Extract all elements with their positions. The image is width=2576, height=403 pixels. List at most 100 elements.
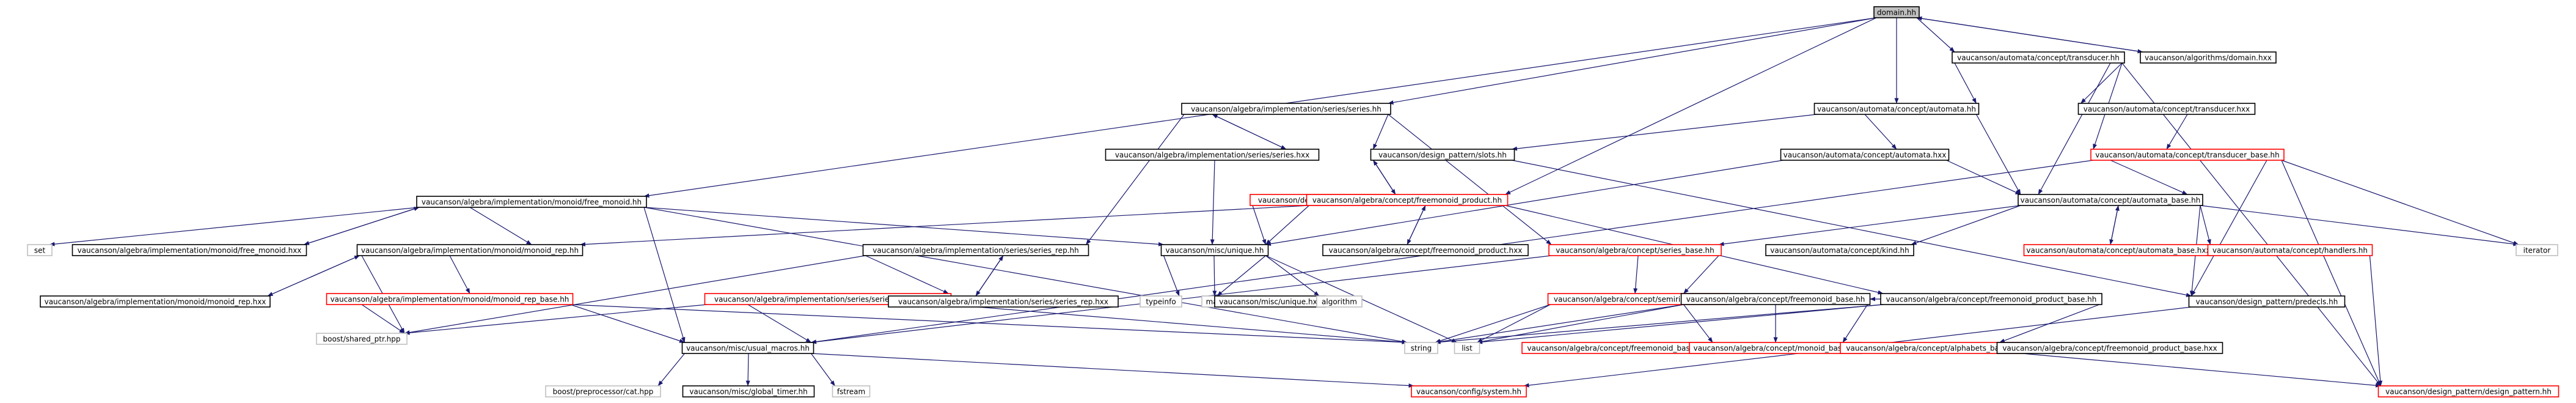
- node-box: [2516, 244, 2558, 256]
- node-vaucanson-algebra-concept-freemonoid-product-base-hxx[interactable]: vaucanson/algebra/concept/freemonoid_pro…: [1996, 342, 2223, 354]
- node-box: [1322, 244, 1529, 256]
- node-box: [71, 244, 307, 256]
- edge-arrow: [1683, 255, 1719, 294]
- node-vaucanson-algebra-concept-freemonoid-base-hxx[interactable]: vaucanson/algebra/concept/freemonoid_bas…: [1521, 342, 1716, 354]
- node-vaucanson-design-pattern-predecls-hh[interactable]: vaucanson/design_pattern/predecls.hh: [2188, 295, 2346, 308]
- node-domain-hh[interactable]: domain.hh: [1873, 6, 1920, 18]
- edge-arrow: [948, 304, 1408, 344]
- node-label: algorithm: [1322, 298, 1357, 306]
- node-vaucanson-algebra-implementation-series-series-rep-hh[interactable]: vaucanson/algebra/implementation/series/…: [862, 244, 1089, 256]
- node-vaucanson-automata-concept-transducer-base-hh[interactable]: vaucanson/automata/concept/transducer_ba…: [2090, 149, 2285, 161]
- node-box: [1160, 244, 1269, 256]
- node-label: boost/preprocessor/cat.hpp: [553, 388, 654, 396]
- node-vaucanson-automata-concept-handlers-hh[interactable]: vaucanson/automata/concept/handlers.hh: [2207, 244, 2373, 256]
- node-vaucanson-algebra-concept-monoid-base-hh[interactable]: vaucanson/algebra/concept/monoid_base.hh: [1689, 342, 1862, 354]
- node-vaucanson-automata-concept-automata-hxx[interactable]: vaucanson/automata/concept/automata.hxx: [1780, 149, 1950, 161]
- edge-arrow: [1512, 114, 1817, 151]
- edge-arrow: [580, 205, 1309, 247]
- node-vaucanson-algebra-implementation-series-series-rep-hxx[interactable]: vaucanson/algebra/implementation/series/…: [888, 295, 1119, 308]
- edge-arrow: [1477, 304, 1684, 344]
- edge-arrow: [1864, 114, 1897, 150]
- node-typeinfo[interactable]: typeinfo: [1140, 295, 1182, 308]
- node-box: [1105, 149, 1320, 161]
- node-vaucanson-algorithms-domain-hxx[interactable]: vaucanson/algorithms/domain.hxx: [2140, 51, 2277, 64]
- edge-arrow: [1505, 17, 1877, 195]
- node-vaucanson-misc-usual-macros-hh[interactable]: vaucanson/misc/usual_macros.hh: [681, 342, 814, 354]
- node-vaucanson-algebra-implementation-series-series-hxx[interactable]: vaucanson/algebra/implementation/series/…: [1105, 149, 1320, 161]
- edge-arrow: [1683, 304, 1713, 343]
- node-vaucanson-algebra-concept-freemonoid-product-hh[interactable]: vaucanson/algebra/concept/freemonoid_pro…: [1306, 194, 1509, 206]
- node-label: vaucanson/automata/concept/automata_base…: [2026, 246, 2210, 255]
- node-vaucanson-automata-concept-automata-base-hh[interactable]: vaucanson/automata/concept/automata_base…: [2018, 194, 2203, 206]
- node-vaucanson-design-pattern-slots-hh[interactable]: vaucanson/design_pattern/slots.hh: [1370, 149, 1515, 161]
- edge-arrow: [1407, 205, 1426, 245]
- edge-arrow: [865, 255, 949, 294]
- node-algorithm[interactable]: algorithm: [1316, 295, 1363, 308]
- node-box: [1140, 295, 1182, 308]
- edge-arrow: [1388, 17, 1877, 105]
- node-vaucanson-algebra-implementation-monoid-free-monoid-hxx[interactable]: vaucanson/algebra/implementation/monoid/…: [71, 244, 307, 256]
- node-box: [2377, 385, 2560, 397]
- node-boost-shared-ptr-hpp[interactable]: boost/shared_ptr.hpp: [316, 333, 408, 345]
- node-box: [1404, 342, 1438, 354]
- node-vaucanson-misc-global-timer-hh[interactable]: vaucanson/misc/global_timer.hh: [682, 385, 815, 397]
- node-vaucanson-algebra-implementation-monoid-monoid-rep-base-hh[interactable]: vaucanson/algebra/implementation/monoid/…: [326, 293, 574, 305]
- node-label: vaucanson/algebra/implementation/monoid/…: [45, 298, 266, 306]
- node-iterator[interactable]: iterator: [2516, 244, 2558, 256]
- node-vaucanson-algebra-implementation-series-series-hh[interactable]: vaucanson/algebra/implementation/series/…: [1181, 103, 1391, 115]
- node-vaucanson-algebra-concept-freemonoid-product-hxx[interactable]: vaucanson/algebra/concept/freemonoid_pro…: [1322, 244, 1529, 256]
- node-vaucanson-misc-unique-hh[interactable]: vaucanson/misc/unique.hh: [1160, 244, 1269, 256]
- edge-arrow: [1718, 205, 2021, 246]
- edge-arrow: [1477, 304, 1551, 343]
- node-vaucanson-algebra-concept-freemonoid-base-hh[interactable]: vaucanson/algebra/concept/freemonoid_bas…: [1680, 293, 1871, 305]
- node-vaucanson-misc-unique-hxx[interactable]: vaucanson/misc/unique.hxx: [1214, 295, 1326, 308]
- node-vaucanson-automata-concept-automata-hh[interactable]: vaucanson/automata/concept/automata.hh: [1813, 103, 1980, 115]
- edge-arrow: [1212, 114, 1287, 150]
- node-vaucanson-algebra-implementation-monoid-monoid-rep-hh[interactable]: vaucanson/algebra/implementation/monoid/…: [356, 244, 584, 256]
- node-label: fstream: [837, 388, 865, 396]
- node-box: [316, 333, 408, 345]
- node-label: vaucanson/design_pattern/slots.hh: [1378, 151, 1507, 160]
- edge-arrow: [1435, 304, 1551, 343]
- node-label: vaucanson/automata/concept/kind.hh: [1770, 246, 1909, 255]
- node-string[interactable]: string: [1404, 342, 1438, 354]
- node-vaucanson-algebra-implementation-monoid-free-monoid-hh[interactable]: vaucanson/algebra/implementation/monoid/…: [416, 196, 647, 208]
- node-label: vaucanson/algebra/implementation/series/…: [1191, 105, 1381, 114]
- node-vaucanson-algebra-implementation-monoid-monoid-rep-hxx[interactable]: vaucanson/algebra/implementation/monoid/…: [40, 295, 271, 308]
- node-label: vaucanson/algebra/implementation/monoid/…: [331, 295, 569, 304]
- node-list[interactable]: list: [1454, 342, 1480, 354]
- edge-arrow: [469, 207, 532, 245]
- node-vaucanson-automata-concept-automata-base-hxx[interactable]: vaucanson/automata/concept/automata_base…: [2023, 244, 2214, 256]
- node-vaucanson-algebra-concept-alphabets-base-hh[interactable]: vaucanson/algebra/concept/alphabets_base…: [1840, 342, 2025, 354]
- node-set[interactable]: set: [27, 244, 53, 256]
- node-boost-preprocessor-cat-hpp[interactable]: boost/preprocessor/cat.hpp: [545, 385, 661, 397]
- edge-arrow: [811, 353, 835, 386]
- node-vaucanson-algebra-concept-freemonoid-product-base-hh[interactable]: vaucanson/algebra/concept/freemonoid_pro…: [1880, 293, 2102, 305]
- node-vaucanson-automata-concept-kind-hh[interactable]: vaucanson/automata/concept/kind.hh: [1765, 244, 1914, 256]
- edge-arrow: [811, 353, 1414, 388]
- edge-arrow: [1975, 114, 2021, 195]
- edge-arrow: [2281, 160, 2519, 245]
- node-fstream[interactable]: fstream: [832, 385, 871, 397]
- node-box: [40, 295, 271, 308]
- node-box: [1181, 103, 1391, 115]
- edge-arrow: [1086, 114, 1185, 245]
- edge-arrow: [570, 304, 685, 343]
- node-label: vaucanson/algebra/implementation/series/…: [898, 298, 1108, 306]
- node-vaucanson-config-system-hh[interactable]: vaucanson/config/system.hh: [1411, 385, 1527, 397]
- node-label: vaucanson/algebra/concept/freemonoid_pro…: [1886, 295, 2097, 304]
- node-vaucanson-algebra-concept-series-base-hh[interactable]: vaucanson/algebra/concept/series_base.hh: [1548, 244, 1722, 256]
- node-label: domain.hh: [1877, 9, 1916, 17]
- node-box: [1952, 51, 2125, 64]
- node-label: vaucanson/automata/concept/transducer.hh: [1957, 54, 2120, 62]
- edge-arrow: [1210, 160, 1215, 245]
- node-label: vaucanson/misc/global_timer.hh: [689, 388, 807, 396]
- edge-arrow: [1265, 160, 1784, 246]
- node-vaucanson-automata-concept-transducer-hxx[interactable]: vaucanson/automata/concept/transducer.hx…: [2077, 103, 2256, 115]
- edge-arrow: [1916, 16, 2143, 53]
- edge-arrow: [1954, 62, 1977, 104]
- node-vaucanson-design-pattern-design-pattern-hh[interactable]: vaucanson/design_pattern/design_pattern.…: [2377, 385, 2560, 397]
- node-vaucanson-automata-concept-transducer-hh[interactable]: vaucanson/automata/concept/transducer.hh: [1952, 51, 2125, 64]
- node-label: vaucanson/algebra/concept/freemonoid_pro…: [1312, 196, 1502, 205]
